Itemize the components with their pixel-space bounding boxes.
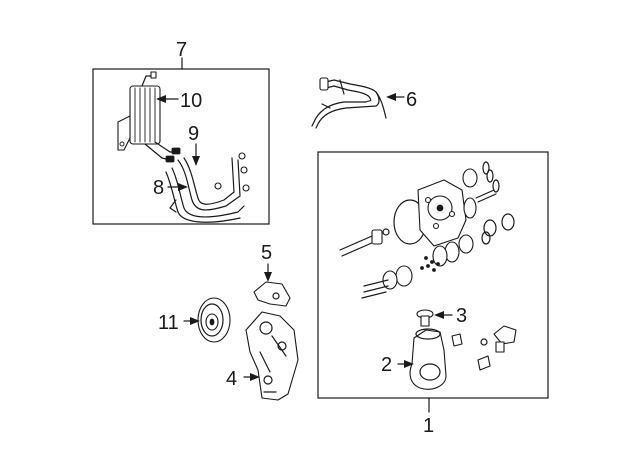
callout-9: 9 bbox=[188, 123, 199, 145]
callout-8: 8 bbox=[153, 177, 164, 199]
pressure-hose-part bbox=[311, 77, 387, 129]
pump-body-part bbox=[339, 161, 515, 267]
callout-4: 4 bbox=[226, 368, 237, 390]
pump-group-box bbox=[317, 151, 549, 413]
callout-1: 1 bbox=[423, 415, 434, 437]
fittings-part bbox=[477, 325, 517, 371]
cooler-lines-part bbox=[165, 152, 250, 223]
callout-7: 7 bbox=[176, 39, 187, 61]
callout-5: 5 bbox=[261, 242, 272, 264]
heat-shield-part bbox=[253, 281, 291, 307]
callout-3: 3 bbox=[456, 305, 467, 327]
callout-6: 6 bbox=[406, 89, 417, 111]
callout-10: 10 bbox=[180, 90, 202, 112]
oil-cooler-part bbox=[117, 71, 181, 163]
rotor-vanes-part bbox=[361, 256, 440, 299]
callout-11: 11 bbox=[158, 312, 179, 334]
pulley-part bbox=[197, 297, 231, 343]
cooler-group-box bbox=[92, 57, 270, 225]
reservoir-part bbox=[409, 328, 463, 390]
bracket-part bbox=[245, 311, 299, 401]
cap-part bbox=[416, 309, 434, 327]
callout-2: 2 bbox=[381, 354, 392, 376]
